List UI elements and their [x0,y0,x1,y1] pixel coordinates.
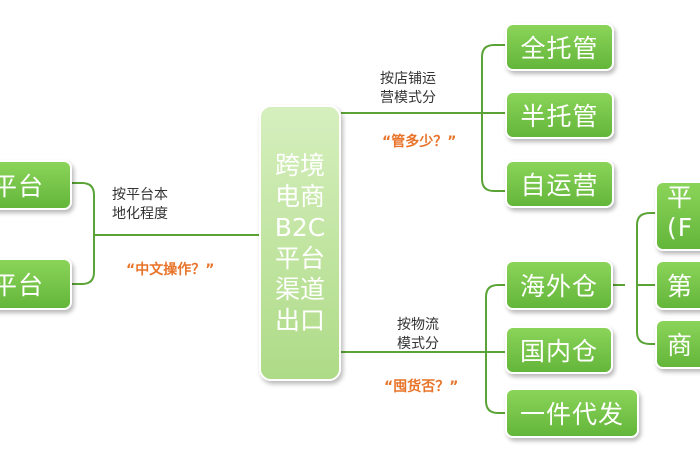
far-right-node-third: 第 [655,260,700,310]
localization-branch-label: 按平台本 地化程度 [112,187,168,222]
domestic-warehouse-node: 国内仓 [505,326,613,374]
self-operated-node: 自运营 [505,160,614,208]
left-platform-node-2: 平台 [0,258,72,310]
center-line: 电商 [274,182,325,211]
bracket-localization [81,182,95,285]
central-topic-node: 跨境 电商 B2C 平台 渠道 出口 [259,105,341,381]
dropship-node: 一件代发 [505,388,639,438]
localization-question: “中文操作？” [126,262,215,278]
far-right-node-platform: 平 (F [655,181,700,251]
center-line: 出口 [274,306,325,335]
overseas-warehouse-node: 海外仓 [505,260,613,310]
bracket-store-ops [481,44,495,192]
bracket-overseas-sub [636,212,651,345]
left-platform-node-1: 平台 [0,160,72,210]
center-line: 跨境 [274,151,325,180]
bracket-logistics [485,284,499,414]
logistics-branch-label: 按物流 模式分 [397,317,439,352]
center-line: B2C [274,213,326,242]
center-line: 渠道 [274,275,325,304]
far-right-node-merchant: 商 [655,319,700,369]
store-ops-branch-label: 按店铺运 营模式分 [380,71,436,106]
logistics-question: “囤货否？” [384,379,459,395]
half-managed-node: 半托管 [505,91,614,139]
full-managed-node: 全托管 [505,23,614,71]
store-ops-question: “管多少？” [382,134,457,150]
center-line: 平台 [274,244,325,273]
